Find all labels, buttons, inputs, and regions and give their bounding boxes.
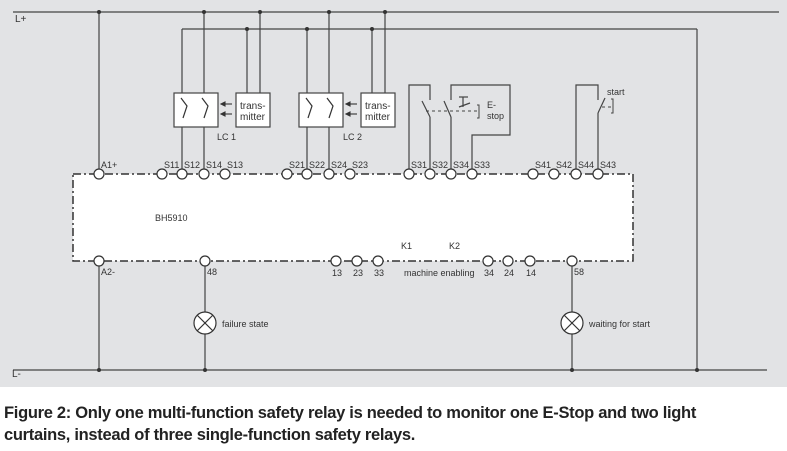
caption-line-1: Figure 2: Only one multi-function safety… — [4, 404, 697, 422]
lamp-failure-state-label: failure state — [222, 319, 269, 329]
estop-label-1: E- — [487, 100, 496, 110]
junction-dot — [370, 27, 374, 31]
junction-dot — [258, 10, 262, 14]
lc1-label: LC 1 — [217, 132, 236, 142]
terminal-s24 — [323, 168, 335, 180]
terminal-label-48: 48 — [207, 267, 217, 277]
terminal-s22 — [301, 168, 313, 180]
terminal-s42 — [548, 168, 560, 180]
terminal-label-s14: S14 — [206, 160, 222, 170]
terminal-label-s11: S11 — [164, 160, 179, 170]
terminal-label-s24: S24 — [331, 160, 347, 170]
estop-label-2: stop — [487, 111, 504, 121]
lamp-waiting-for-start — [560, 311, 584, 335]
terminal-label-s41: S41 — [535, 160, 551, 170]
junction-dot — [203, 368, 207, 372]
junction-dot — [695, 368, 699, 372]
k2-label: K2 — [449, 241, 460, 251]
terminal-34 — [482, 255, 494, 267]
terminal-33 — [372, 255, 384, 267]
terminal-14 — [524, 255, 536, 267]
wiring-diagram-svg: L+ L- trans- mitter LC 1 trans- mitter L… — [12, 10, 779, 380]
junction-dot — [202, 10, 206, 14]
k1-label: K1 — [401, 241, 412, 251]
terminal-label-s44: S44 — [578, 160, 594, 170]
terminal-a1 — [93, 168, 105, 180]
terminal-s13 — [219, 168, 231, 180]
terminal-label-s43: S43 — [600, 160, 616, 170]
terminal-label-33: 33 — [374, 268, 384, 278]
junction-dot — [245, 27, 249, 31]
terminal-13 — [330, 255, 342, 267]
junction-dot — [97, 10, 101, 14]
terminal-s33 — [466, 168, 478, 180]
lc1-transmitter-label-1: trans- — [240, 101, 266, 112]
lc2-transmitter-label-1: trans- — [365, 101, 391, 112]
terminal-58 — [566, 255, 578, 267]
terminal-label-a1: A1+ — [101, 160, 117, 170]
terminal-label-34: 34 — [484, 268, 494, 278]
terminal-label-58: 58 — [574, 267, 584, 277]
lc1-transmitter-label-2: mitter — [240, 112, 266, 123]
terminal-label-14: 14 — [526, 268, 536, 278]
terminal-label-s21: S21 — [289, 160, 305, 170]
junction-dot — [570, 368, 574, 372]
figure-caption: Figure 2: Only one multi-function safety… — [4, 402, 784, 446]
lc2-label: LC 2 — [343, 132, 362, 142]
terminal-s11 — [156, 168, 168, 180]
terminal-label-s13: S13 — [227, 160, 243, 170]
relay-module — [72, 173, 634, 262]
terminal-s34 — [445, 168, 457, 180]
terminal-48 — [199, 255, 211, 267]
lc2-transmitter-label-2: mitter — [365, 112, 391, 123]
terminal-label-s23: S23 — [352, 160, 368, 170]
start-label: start — [607, 87, 625, 97]
lamp-waiting-for-start-label: waiting for start — [588, 319, 651, 329]
junction-dot — [383, 10, 387, 14]
terminal-24 — [502, 255, 514, 267]
terminal-s12 — [176, 168, 188, 180]
terminal-s14 — [198, 168, 210, 180]
terminal-s43 — [592, 168, 604, 180]
terminal-label-24: 24 — [504, 268, 514, 278]
junction-dot — [305, 27, 309, 31]
caption-line-2: curtains, instead of three single-functi… — [4, 426, 416, 444]
terminal-label-s33: S33 — [474, 160, 490, 170]
machine-enabling-label: machine enabling — [404, 268, 475, 278]
terminal-label-s34: S34 — [453, 160, 469, 170]
wiring-diagram: L+ L- trans- mitter LC 1 trans- mitter L… — [0, 0, 787, 387]
terminal-s32 — [424, 168, 436, 180]
relay-model-label: BH5910 — [155, 213, 188, 223]
terminal-s44 — [570, 168, 582, 180]
terminal-label-23: 23 — [353, 268, 363, 278]
terminal-label-s42: S42 — [556, 160, 572, 170]
junction-dot — [327, 10, 331, 14]
terminal-a2 — [93, 255, 105, 267]
terminal-s41 — [527, 168, 539, 180]
terminal-label-s22: S22 — [309, 160, 325, 170]
lamp-failure-state — [193, 311, 217, 335]
terminal-s21 — [281, 168, 293, 180]
junction-dot — [97, 368, 101, 372]
terminal-label-s31: S31 — [411, 160, 427, 170]
terminal-label-s32: S32 — [432, 160, 448, 170]
terminal-23 — [351, 255, 363, 267]
terminal-s31 — [403, 168, 415, 180]
l-minus-label: L- — [12, 369, 21, 380]
terminal-label-s12: S12 — [184, 160, 200, 170]
terminal-label-13: 13 — [332, 268, 342, 278]
terminal-label-a2: A2- — [101, 267, 115, 277]
terminal-s23 — [344, 168, 356, 180]
l-plus-label: L+ — [15, 14, 27, 25]
